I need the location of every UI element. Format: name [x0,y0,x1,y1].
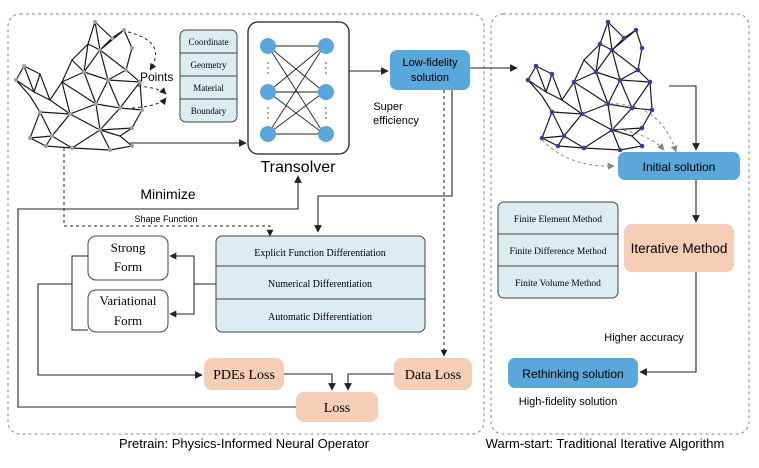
pretrain-caption: Pretrain: Physics-Informed Neural Operat… [119,436,370,451]
warmstart-caption: Warm-start: Traditional Iterative Algori… [486,436,725,451]
strong-form-line2: Form [114,259,142,274]
input-boundary: Boundary [191,106,227,116]
loss-box: Loss [296,392,378,422]
pdes-loss-box: PDEs Loss [204,358,284,390]
input-material: Material [193,83,224,93]
fdm-label: Finite Difference Method [510,246,607,257]
low-fidelity-solution-box: Low-fidelity solution [390,50,470,90]
numerical-differentiation: Numerical Differentiation [268,279,372,290]
data-loss-box: Data Loss [394,358,472,390]
higher-accuracy-label: Higher accuracy [604,332,684,344]
automatic-differentiation: Automatic Differentiation [268,312,372,323]
shape-function-label: Shape Function [134,214,197,224]
variational-form-line1: Variational [99,293,156,308]
minimize-label: Minimize [140,186,195,202]
input-coordinate: Coordinate [189,37,229,47]
pretrain-panel [7,13,485,435]
strong-form-line1: Strong [111,240,146,255]
strong-form-box: Strong Form [87,235,169,281]
transolver-label: Transolver [261,159,337,176]
differentiation-methods-list: Explicit Function Differentiation Numeri… [215,235,426,333]
transolver-network [247,21,350,155]
fvm-label: Finite Volume Method [515,279,601,289]
data-loss-label: Data Loss [405,368,461,383]
numerical-methods-list: Finite Element Method Finite Difference … [497,201,619,299]
warmstart-panel [490,13,750,435]
high-fidelity-label: High-fidelity solution [519,396,617,408]
points-label: Points [140,70,173,84]
explicit-differentiation: Explicit Function Differentiation [254,248,385,259]
rethinking-solution-label: Rethinking solution [522,367,623,381]
super-line2: efficiency [373,115,419,127]
pdes-loss-label: PDEs Loss [213,368,275,383]
cat-mesh-right-icon [525,19,655,153]
input-geometry: Geometry [191,60,227,70]
fem-label: Finite Element Method [514,215,602,225]
input-features-list: Coordinate Geometry Material Boundary [179,29,238,123]
initial-solution-box: Initial solution [618,152,740,180]
iterative-method-label: Iterative Method [631,241,728,256]
initial-solution-label: Initial solution [643,160,716,174]
variational-form-line2: Form [114,313,142,328]
cat-mesh-left-icon [14,20,144,152]
super-line1: Super [373,101,403,113]
loss-label: Loss [324,401,350,416]
low-fidelity-line1: Low-fidelity [402,57,458,69]
variational-form-box: Variational Form [87,289,169,333]
rethinking-solution-box: Rethinking solution [508,358,638,388]
low-fidelity-line2: solution [411,72,449,84]
iterative-method-box: Iterative Method [624,224,734,272]
